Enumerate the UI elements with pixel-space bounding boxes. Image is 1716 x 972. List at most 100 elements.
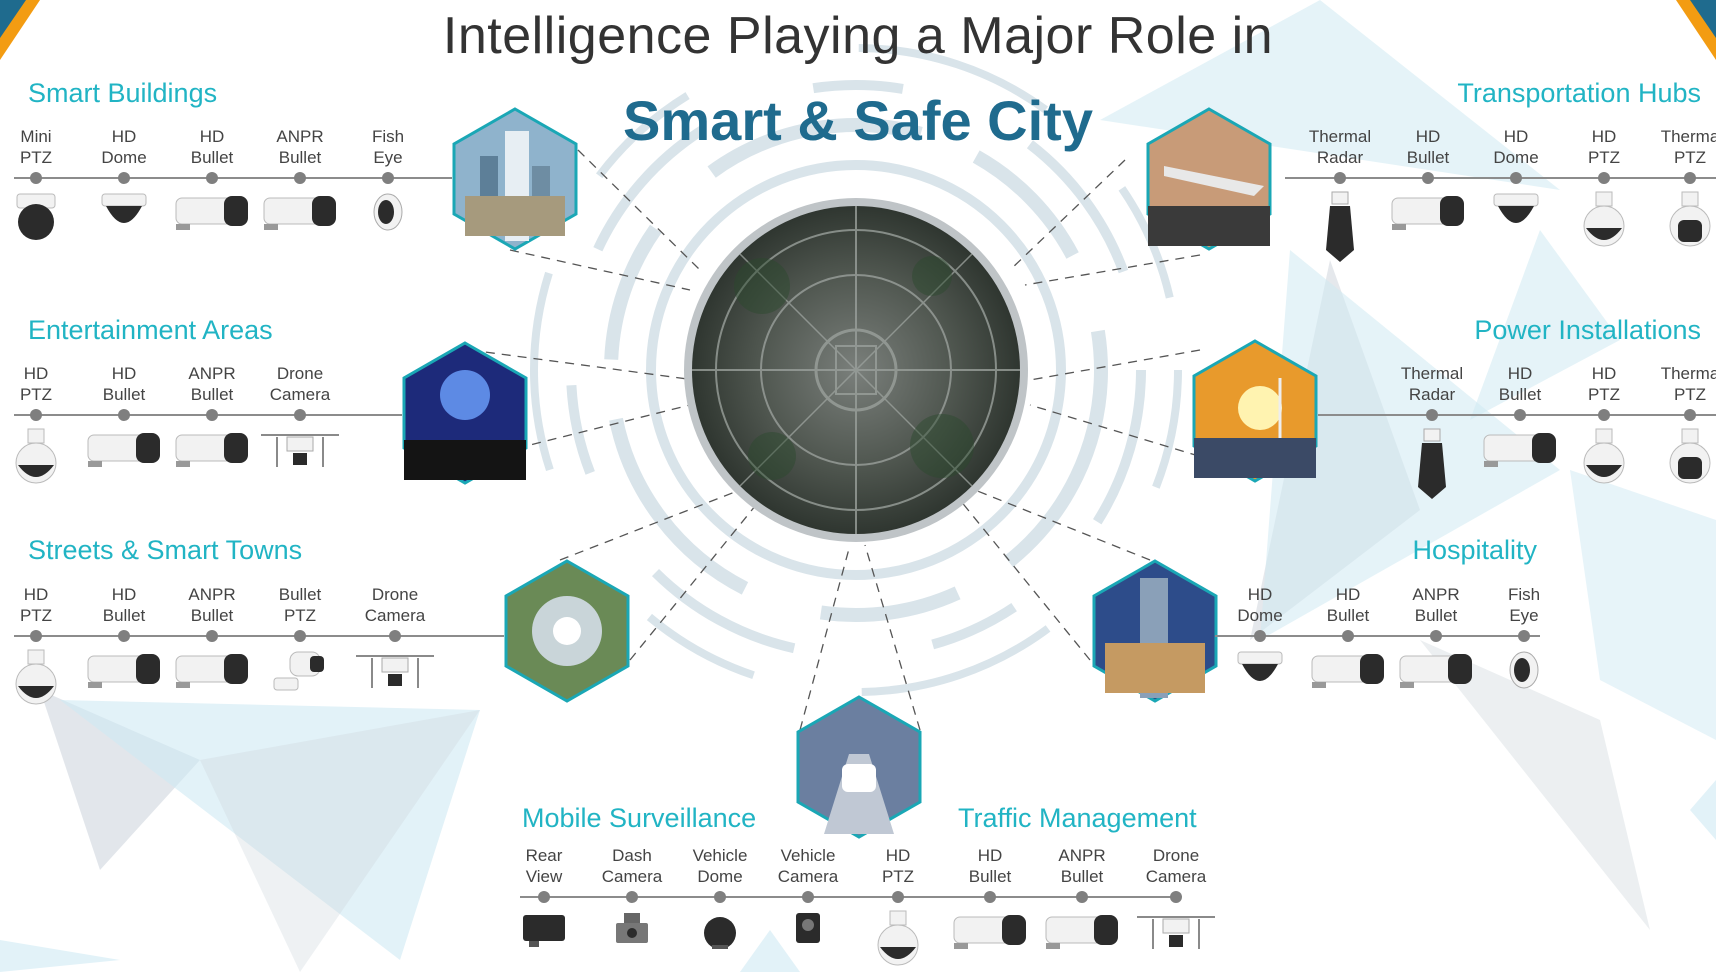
- device-dot: [802, 891, 814, 903]
- vehicle-dome-camera-icon: [700, 909, 740, 956]
- device-label-line1: HD: [1247, 585, 1273, 604]
- device-dot: [294, 172, 306, 184]
- bullet-camera-icon: [172, 190, 252, 237]
- bullet-ptz-camera-icon: [270, 648, 330, 699]
- device-dot: [1510, 172, 1522, 184]
- bullet-camera-icon: [950, 909, 1030, 956]
- page-title: Intelligence Playing a Major Role in: [442, 7, 1274, 65]
- bullet-camera-icon: [1396, 648, 1476, 695]
- device-label-line2: Bullet: [190, 148, 234, 167]
- device-label-line2: Camera: [777, 867, 839, 886]
- device-label-line2: Dome: [697, 867, 743, 886]
- category-title-traffic-management: Traffic Management: [958, 803, 1197, 833]
- device-label-line1: HD: [1591, 127, 1617, 146]
- device-dot: [382, 172, 394, 184]
- thermal-radar-icon: [1414, 427, 1450, 506]
- device-dot: [30, 630, 42, 642]
- device-label-line1: ANPR: [1058, 846, 1106, 865]
- category-title-power-installations: Power Installations: [1474, 315, 1701, 345]
- category-title-entertainment-areas: Entertainment Areas: [28, 315, 273, 345]
- device-dot: [1514, 409, 1526, 421]
- device-label-line1: HD: [111, 127, 137, 146]
- device-dot: [118, 172, 130, 184]
- device-label-line2: PTZ: [1587, 385, 1621, 404]
- device-line-smart-buildings: [14, 177, 452, 179]
- device-label-line1: HD: [885, 846, 911, 865]
- device-label-line1: HD: [1503, 127, 1529, 146]
- device-dot: [1684, 172, 1696, 184]
- device-label-line2: PTZ: [19, 148, 53, 167]
- device-label-line2: Radar: [1408, 385, 1456, 404]
- device-label-line2: PTZ: [1587, 148, 1621, 167]
- device-dot: [206, 630, 218, 642]
- device-label-line2: Bullet: [278, 148, 322, 167]
- city-aerial-map: [684, 198, 1028, 542]
- device-label: HD PTZ: [1549, 363, 1659, 405]
- device-label-line1: ANPR: [276, 127, 324, 146]
- device-label-line2: Bullet: [1414, 606, 1458, 625]
- device-label-line2: Bullet: [1498, 385, 1542, 404]
- device-dot: [389, 630, 401, 642]
- device-dot: [714, 891, 726, 903]
- hex-traffic-image: [796, 695, 922, 839]
- ptz-camera-icon: [14, 648, 58, 713]
- device-dot: [294, 630, 306, 642]
- category-title-streets-smart-towns: Streets & Smart Towns: [28, 535, 303, 565]
- device-dot: [984, 891, 996, 903]
- mini-ptz-camera-icon: [13, 190, 59, 249]
- device-label-line1: HD: [1415, 127, 1441, 146]
- device-dot: [1076, 891, 1088, 903]
- device-dot: [30, 172, 42, 184]
- device-label-line1: Vehicle: [780, 846, 836, 865]
- device-dot: [206, 172, 218, 184]
- bullet-camera-icon: [172, 648, 252, 695]
- drone-camera-icon: [1133, 909, 1219, 964]
- device-dot: [892, 891, 904, 903]
- hex-buildings-image: [452, 107, 578, 251]
- category-title-transportation-hubs: Transportation Hubs: [1457, 78, 1701, 108]
- dome-camera-icon: [1232, 648, 1288, 699]
- fisheye-camera-icon: [1502, 648, 1546, 697]
- device-dot: [1598, 409, 1610, 421]
- device-label-line2: Bullet: [190, 385, 234, 404]
- device-label-line2: PTZ: [1673, 385, 1707, 404]
- device-label-line1: ANPR: [1412, 585, 1460, 604]
- bullet-camera-icon: [84, 427, 164, 474]
- thermal-radar-icon: [1322, 190, 1358, 269]
- device-dot: [1170, 891, 1182, 903]
- device-label-line2: Eye: [373, 148, 403, 167]
- device-label-line2: Eye: [1509, 606, 1539, 625]
- drone-camera-icon: [352, 648, 438, 703]
- device-label-line1: Rear: [525, 846, 563, 865]
- device-label-line1: HD: [1591, 364, 1617, 383]
- hex-streets-image: [504, 559, 630, 703]
- vehicle-camera-icon: [790, 909, 826, 954]
- device-label-line1: HD: [23, 585, 49, 604]
- device-label-line2: Bullet: [102, 385, 146, 404]
- device-label-line1: ANPR: [188, 585, 236, 604]
- device-label-line1: HD: [1335, 585, 1361, 604]
- device-label-line2: Camera: [601, 867, 663, 886]
